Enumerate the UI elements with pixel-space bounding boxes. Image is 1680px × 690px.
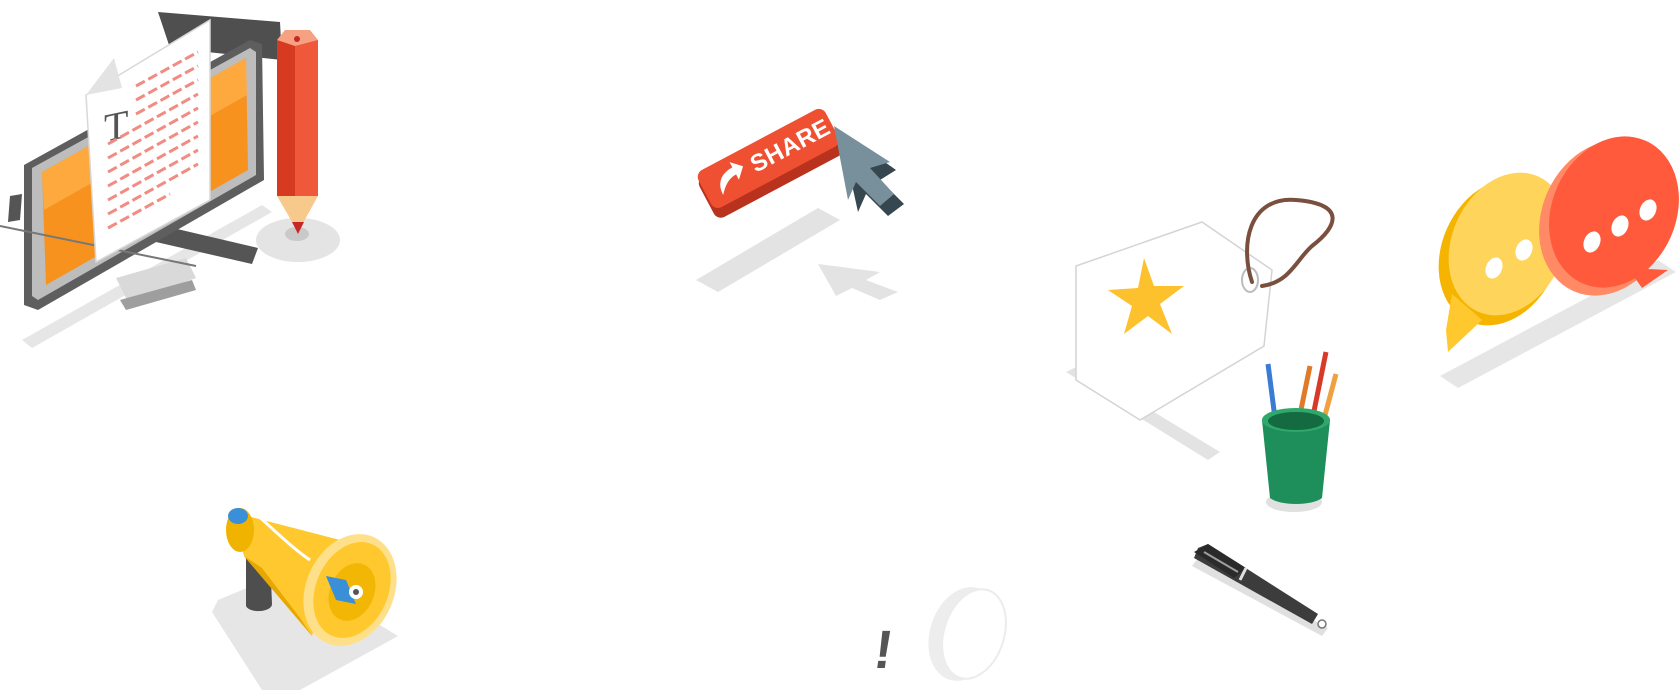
chat-bubble-left: [1448, 172, 1568, 316]
document-sheet: T: [85, 18, 211, 264]
share-button-shadow: [696, 208, 840, 292]
tag-card: [1075, 221, 1273, 421]
document-folded-corner: [86, 58, 122, 95]
cup-body: [1262, 420, 1330, 504]
chat-bubble-left-tail: [1446, 294, 1482, 352]
megaphone-trim-line: [253, 510, 311, 562]
pencil-tip-mark: [285, 227, 309, 241]
chat-bubble-right: [1549, 136, 1679, 288]
cursor-shadow: [818, 264, 898, 300]
cup-opening: [1268, 412, 1324, 430]
pencil-wood-tip: [277, 196, 318, 232]
mouse-cursor-icon: [834, 126, 904, 216]
document-text-lines: [107, 50, 199, 230]
alert-exclamation-glyph: !: [870, 620, 896, 680]
pencil-body-right: [295, 35, 318, 196]
monitor-stand-base: [120, 280, 196, 310]
alert-disc: [941, 588, 1007, 680]
megaphone-body-shade: [244, 556, 312, 636]
alert-sign: !: [870, 587, 1007, 681]
price-tag-with-star: [1066, 197, 1335, 460]
pencil-body-left: [277, 35, 295, 196]
cursor-face: [834, 126, 894, 206]
monitor-stand: [116, 258, 196, 302]
chat-floor-shadow: [1440, 260, 1676, 388]
chat-right-dots: [1583, 199, 1657, 253]
chat-bubble-right-tail: [1628, 268, 1668, 288]
star-icon: [1108, 258, 1184, 334]
megaphone-center-dot: [353, 589, 359, 595]
keyboard-shadow-bar: [156, 225, 258, 264]
share-button-group: SHARE: [693, 106, 904, 300]
pen-band: [1238, 567, 1248, 581]
chat-left-dots: [1485, 239, 1533, 279]
megaphone-blue-band: [326, 576, 356, 604]
pen-shadow: [1192, 558, 1328, 636]
megaphone: [212, 508, 398, 690]
share-button-face: [697, 108, 839, 208]
megaphone-mouthpiece-cap: [228, 508, 248, 524]
pencil-lead: [292, 222, 304, 234]
pen-nib-tip: [1317, 619, 1327, 629]
monitor-side-stripe: [8, 194, 22, 222]
pencil-cup: [1262, 351, 1339, 512]
pen-clip: [1203, 551, 1239, 573]
tag-string: [1245, 197, 1335, 288]
chat-bubbles: [1438, 136, 1679, 388]
pencil-eraser-dot: [294, 36, 300, 42]
fountain-pen: [1192, 544, 1328, 636]
curved-share-arrow-icon: [720, 162, 744, 195]
share-button[interactable]: SHARE: [693, 106, 846, 220]
red-pencil: [256, 30, 340, 262]
